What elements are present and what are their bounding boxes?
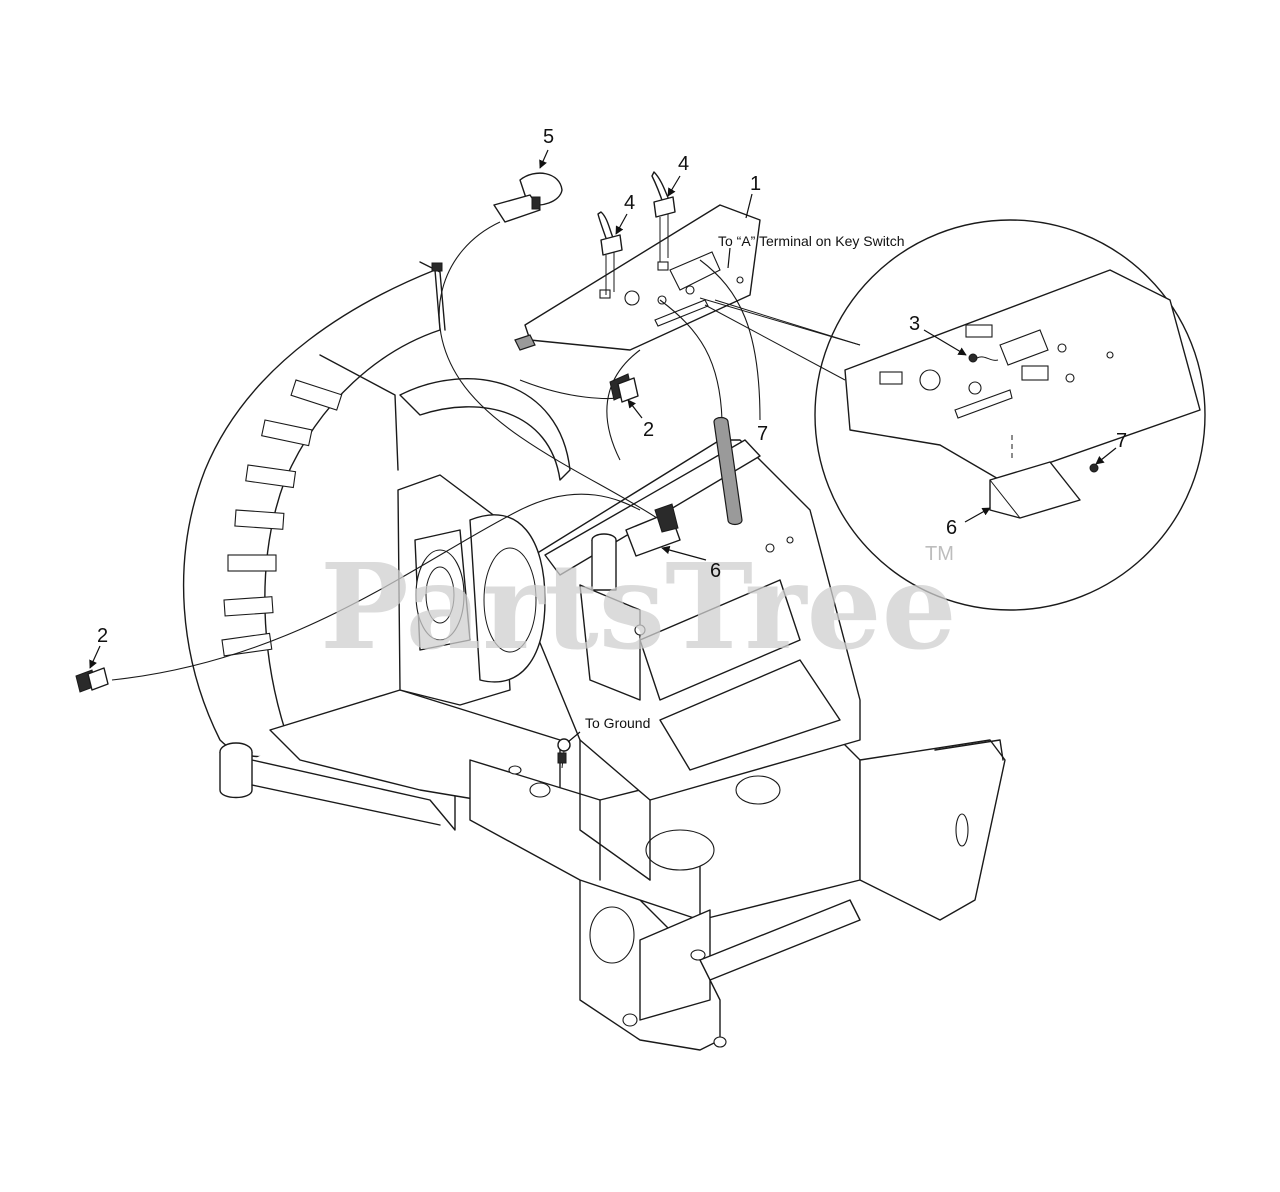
watermark-trademark: TM xyxy=(925,543,954,565)
callout-5: 5 xyxy=(543,126,554,148)
left-arm-assembly xyxy=(219,739,456,831)
callout-3: 3 xyxy=(909,313,920,335)
rod-part-7 xyxy=(713,416,743,526)
watermark: PartsTree TM xyxy=(320,537,957,676)
side-panel xyxy=(397,378,571,706)
housing-part-6 xyxy=(625,503,681,557)
callout-6-main: 6 xyxy=(710,560,721,582)
annotation-notes: To “A” Terminal on Key Switch To Ground xyxy=(585,233,904,731)
toggle-switch-left xyxy=(597,211,623,295)
rear-shroud xyxy=(182,261,446,758)
toggle-switch-right xyxy=(651,171,676,262)
component-part-5 xyxy=(493,172,563,223)
callout-7-main: 7 xyxy=(757,423,768,445)
callout-2-upper: 2 xyxy=(643,419,654,441)
lower-frame xyxy=(269,689,1006,1051)
callout-7-detail: 7 xyxy=(1116,430,1127,452)
callout-2-left: 2 xyxy=(97,625,108,647)
callout-4-right: 4 xyxy=(678,153,689,175)
watermark-text: PartsTree xyxy=(320,537,957,676)
shroud-vent-slots xyxy=(221,379,343,657)
callout-labels: 5 4 4 1 2 2 7 6 3 7 6 xyxy=(97,126,1127,647)
callout-1: 1 xyxy=(750,173,761,195)
detail-inset xyxy=(714,219,1206,611)
ground-terminal xyxy=(557,738,571,769)
note-ground: To Ground xyxy=(585,715,650,731)
wiring-harness xyxy=(111,221,861,681)
center-tower xyxy=(509,439,861,881)
callout-leaders xyxy=(89,149,1117,743)
connector-part-2-upper xyxy=(609,373,639,403)
connector-part-2-left xyxy=(75,667,109,693)
note-key-switch: To “A” Terminal on Key Switch xyxy=(718,233,904,249)
control-plate xyxy=(514,204,761,351)
callout-4-left: 4 xyxy=(624,192,635,214)
callout-6-detail: 6 xyxy=(946,517,957,539)
